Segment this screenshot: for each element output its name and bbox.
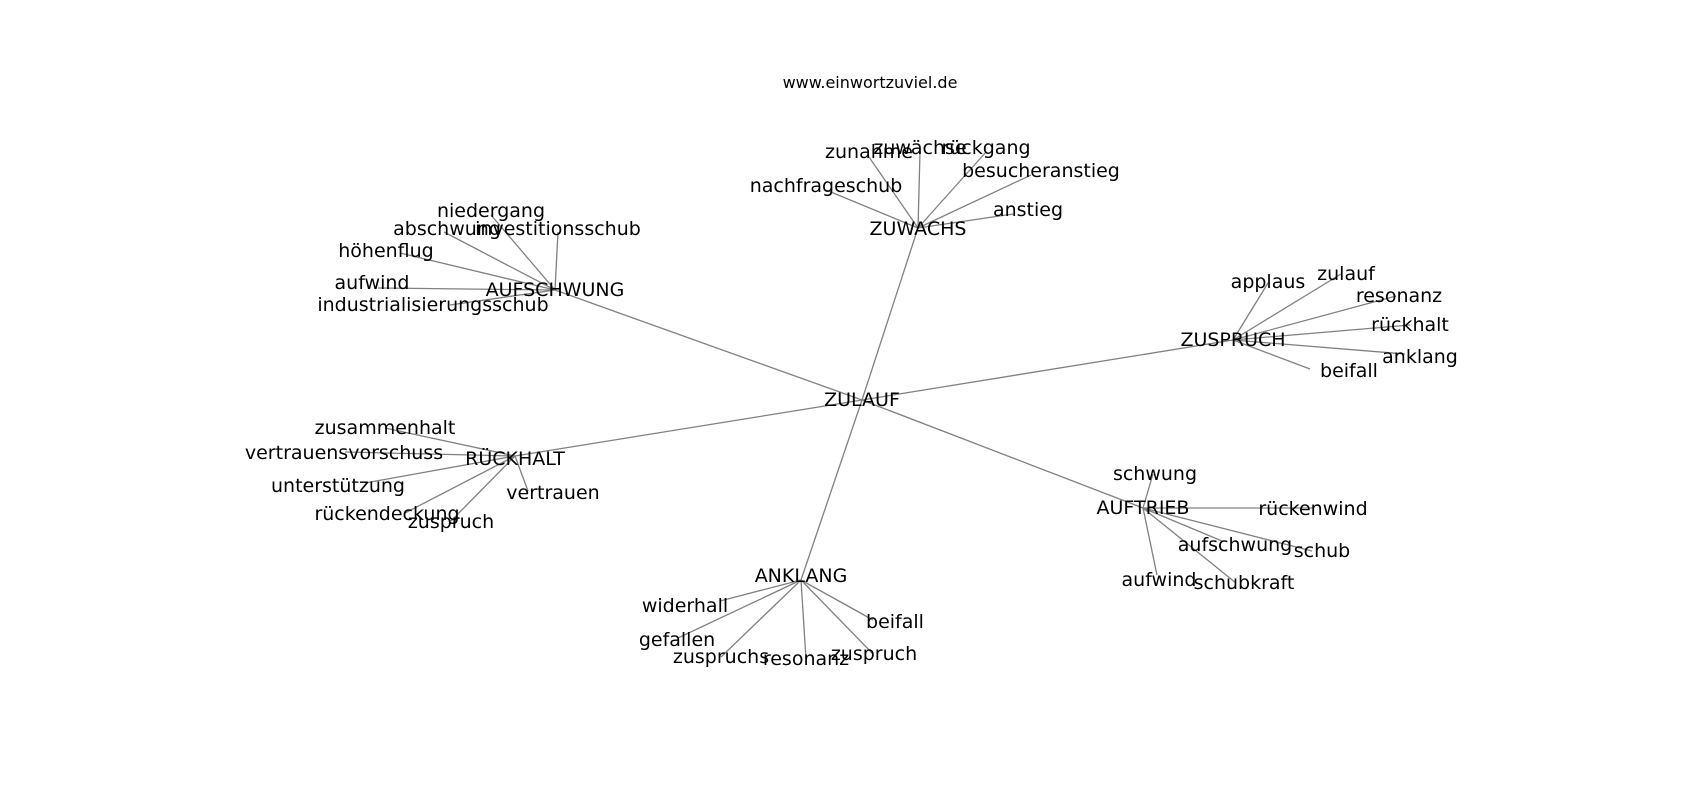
leaf-node-label: applaus (1231, 271, 1306, 293)
edge-hub-leaf (1232, 273, 1342, 341)
leaf-node-label: resonanz (763, 648, 849, 670)
hub-node-label: AUFSCHWUNG (486, 279, 625, 301)
leaf-node-label: zulauf (1317, 263, 1376, 285)
edge-root-hub (861, 339, 1234, 401)
edge-hub-leaf (1142, 507, 1223, 542)
hub-node-label: RÜCKHALT (465, 447, 565, 470)
leaf-node-label: zuspruch (408, 511, 494, 533)
leaf-node-label: schubkraft (1194, 572, 1295, 594)
edge-hub-leaf (825, 189, 919, 229)
edge-hub-leaf (800, 579, 807, 660)
edge-hub-leaf (677, 579, 802, 639)
edge-root-hub (800, 399, 863, 581)
edge-hub-leaf (384, 427, 516, 457)
leaf-node-label: aufwind (335, 272, 410, 294)
leaf-node-label: schub (1294, 540, 1351, 562)
edge-hub-leaf (917, 151, 921, 229)
edge-hub-leaf (1232, 295, 1397, 341)
leaf-node-label: besucheranstieg (962, 160, 1120, 182)
edges (344, 151, 1411, 660)
edge-hub-leaf (364, 455, 516, 484)
leaf-node-label: vertrauen (506, 482, 599, 504)
leaf-node-label: beifall (1320, 360, 1378, 382)
leaf-node-label: höhenflug (338, 240, 434, 262)
leaf-node-label: aufwind (1122, 569, 1197, 591)
leaf-node-label: aufschwung (1178, 534, 1292, 556)
edge-hub-leaf (868, 156, 919, 229)
leaf-node-label: zunahme (825, 141, 913, 163)
edge-root-hub (554, 289, 863, 401)
leaf-node-label: zuspruchs (673, 646, 769, 668)
leaf-node-label: schwung (1113, 463, 1197, 485)
edge-hub-leaf (1232, 282, 1269, 341)
leaf-node-label: gefallen (639, 629, 715, 651)
edge-hub-leaf (399, 252, 556, 291)
leaf-node-label: niedergang (437, 200, 545, 222)
leaf-node-label: industrialisierungsschub (317, 294, 548, 316)
edge-hub-leaf (554, 231, 559, 291)
edge-hub-leaf (443, 231, 556, 291)
leaf-node-label: rückenwind (1258, 498, 1367, 520)
edge-hub-leaf (1232, 324, 1411, 341)
leaf-node-label: rückendeckung (314, 503, 459, 525)
hub-node-label: AUFTRIEB (1097, 497, 1190, 519)
edge-hub-leaf (377, 287, 556, 291)
leaf-node-label: anklang (1382, 346, 1458, 368)
leaf-node-label: resonanz (1356, 285, 1442, 307)
leaf-node-label: abschwung (393, 218, 501, 240)
edge-hub-leaf (450, 455, 516, 522)
edge-hub-leaf (404, 455, 516, 514)
edge-hub-leaf (1142, 507, 1237, 584)
leaf-node-label: rückgang (941, 137, 1030, 159)
leaf-node-label: beifall (866, 611, 924, 633)
edge-hub-leaf (1232, 339, 1311, 370)
edge-hub-leaf (449, 289, 556, 306)
leaf-node-label: nachfrageschub (750, 175, 903, 197)
hub-node-label: ANKLANG (755, 565, 848, 587)
edge-hub-leaf (800, 579, 874, 621)
leaf-node-label: vertrauensvorschuss (245, 442, 443, 464)
edge-hub-leaf (1142, 473, 1154, 509)
leaf-node-label: unterstützung (271, 475, 405, 497)
root-node-label: ZULAUF (824, 389, 900, 411)
leaf-node-label: investitionsschub (475, 218, 641, 240)
edge-hub-leaf (490, 214, 556, 291)
edge-hub-leaf (917, 174, 1032, 229)
leaf-node-label: zusammenhalt (315, 417, 456, 439)
edge-hub-leaf (917, 213, 1014, 229)
edge-hub-leaf (344, 451, 516, 457)
edge-hub-leaf (514, 455, 529, 492)
leaf-node-label: rückhalt (1371, 314, 1449, 336)
graph-title: www.einwortzuviel.de (783, 73, 958, 92)
edge-hub-leaf (1142, 507, 1158, 576)
edge-hub-leaf (1232, 339, 1406, 355)
hub-node-label: ZUSPRUCH (1180, 329, 1285, 351)
leaf-node-label: widerhall (642, 595, 728, 617)
edge-hub-leaf (917, 151, 987, 229)
edge-root-hub (514, 399, 863, 457)
edge-hub-leaf (800, 579, 874, 655)
leaf-node-label: anstieg (993, 199, 1063, 221)
edge-hub-leaf (719, 579, 802, 602)
leaf-node-label: zuwächse (873, 137, 966, 159)
edge-root-hub (861, 227, 919, 401)
hub-node-label: ZUWACHS (870, 218, 967, 240)
edge-hub-leaf (720, 579, 802, 658)
leaf-node-label: zuspruch (831, 643, 917, 665)
edge-root-hub (861, 399, 1144, 509)
edge-hub-leaf (1142, 507, 1313, 552)
